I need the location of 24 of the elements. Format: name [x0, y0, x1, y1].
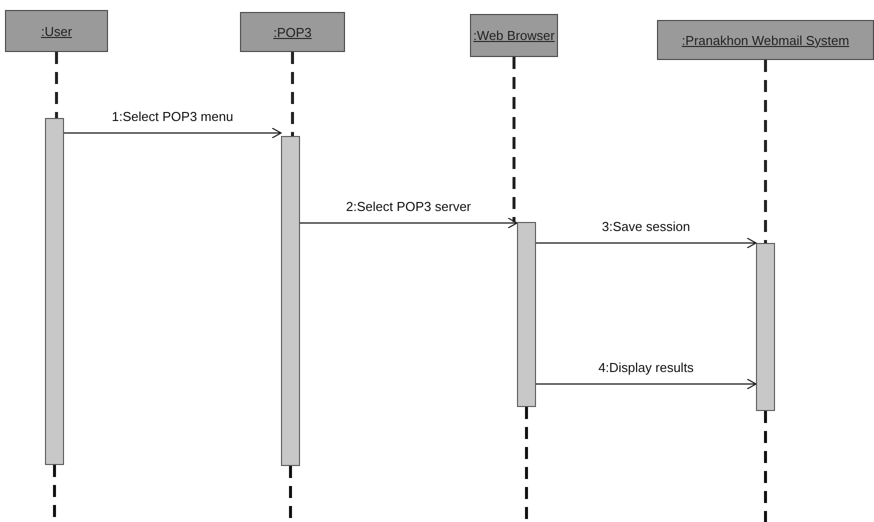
activation-bar — [756, 243, 775, 411]
lifeline — [512, 57, 516, 222]
message-arrow — [300, 217, 518, 229]
participant-box — [657, 20, 874, 60]
message-arrow — [536, 237, 757, 249]
message-arrow — [536, 378, 757, 390]
message-arrow — [64, 127, 282, 139]
participant-name: :Pranakhon Webmail System — [682, 32, 850, 48]
activation-bar — [517, 222, 536, 407]
activation-bar — [281, 136, 300, 466]
lifeline — [55, 52, 58, 118]
message-label: 4:Display results — [596, 360, 696, 375]
participant-name: :User — [40, 24, 72, 38]
participant-box — [470, 14, 558, 57]
message-label: 1:Select POP3 menu — [110, 109, 236, 124]
message-label: 2:Select POP3 server — [344, 199, 473, 214]
message-label: 3:Save session — [600, 219, 692, 234]
activation-bar — [45, 118, 64, 465]
participant-box — [240, 12, 345, 52]
participant-name: :POP3 — [273, 24, 312, 40]
lifeline — [764, 60, 767, 243]
participant-box — [5, 10, 108, 52]
participant-name: :Web Browser — [473, 28, 555, 43]
lifeline — [291, 52, 294, 136]
